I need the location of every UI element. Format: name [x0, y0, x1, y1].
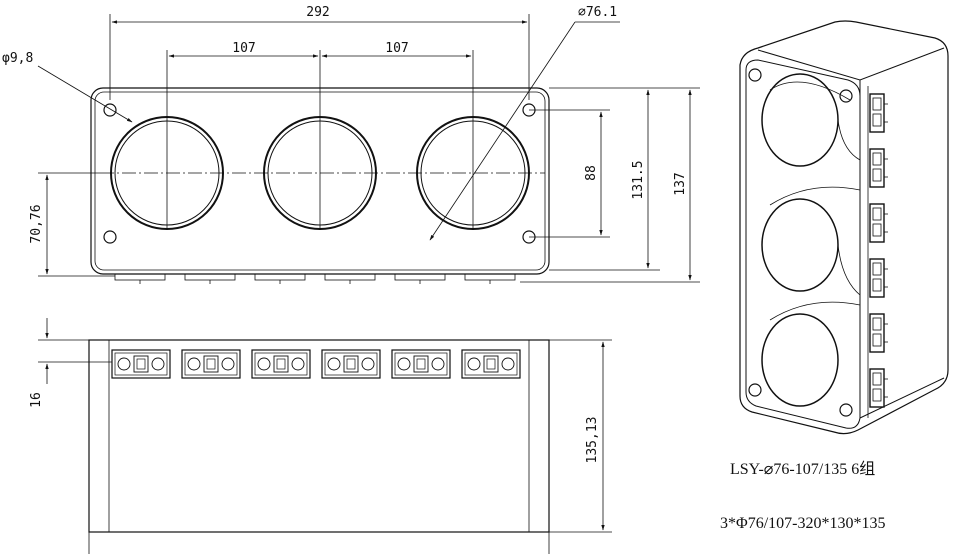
side-terminal-block: [391, 349, 451, 379]
dim-131-label: 131.5: [631, 160, 646, 199]
side-terminal-block: [181, 349, 241, 379]
side-terminal-block: [111, 349, 171, 379]
caption-spec-label: 3*Φ76/107-320*130*135: [720, 515, 885, 532]
isometric-view: [739, 20, 949, 435]
iso-terminal-block: [869, 93, 888, 133]
dim-70-label: 70,76: [29, 204, 44, 243]
mount-hole: [103, 103, 117, 117]
side-terminal-blocks: [111, 349, 521, 379]
side-dimension-labels: 16 135,13: [29, 392, 600, 463]
iso-terminal-block: [869, 148, 888, 188]
dim-mount-hole-label: φ9,8: [2, 51, 33, 66]
dim-137-label: 137: [673, 172, 688, 195]
front-dimension-labels: 292 107 107 φ9,8 ⌀76.1 88 131.5 137 70,7…: [2, 5, 688, 244]
side-terminal-block: [461, 349, 521, 379]
iso-hole-middle: [761, 186, 861, 296]
iso-hole-bottom: [761, 301, 861, 407]
mount-hole: [103, 230, 117, 244]
caption-model-label: LSY-⌀76-107/135 6组: [730, 460, 875, 478]
dim-135-label: 135,13: [585, 417, 600, 464]
iso-body-outline: [739, 20, 949, 435]
dim-107-left-label: 107: [232, 41, 255, 56]
caption: LSY-⌀76-107/135 6组 3*Φ76/107-320*130*135: [720, 460, 885, 532]
iso-terminal-block: [869, 258, 888, 298]
iso-mount-hole: [748, 68, 762, 82]
iso-mount-hole: [748, 383, 762, 397]
side-view-outline: [88, 339, 550, 533]
iso-terminal-block: [869, 313, 888, 353]
side-dimensions: [38, 318, 612, 533]
side-view: [88, 339, 550, 554]
dim-hole-diameter-label: ⌀76.1: [578, 5, 617, 20]
dim-107-right-label: 107: [385, 41, 408, 56]
iso-terminal-block: [869, 368, 888, 408]
iso-mount-hole: [839, 89, 853, 103]
side-terminal-block: [321, 349, 381, 379]
iso-mount-hole: [839, 403, 853, 417]
side-terminal-block: [251, 349, 311, 379]
dim-88-label: 88: [584, 165, 599, 181]
iso-hole-top: [761, 73, 861, 167]
front-view: [90, 50, 550, 284]
front-terminal-tabs: [114, 273, 516, 284]
iso-terminal-block: [869, 203, 888, 243]
iso-terminal-blocks: [869, 93, 888, 408]
dim-16-label: 16: [29, 392, 44, 408]
dim-292-label: 292: [306, 5, 329, 20]
front-dimensions: [37, 14, 700, 283]
